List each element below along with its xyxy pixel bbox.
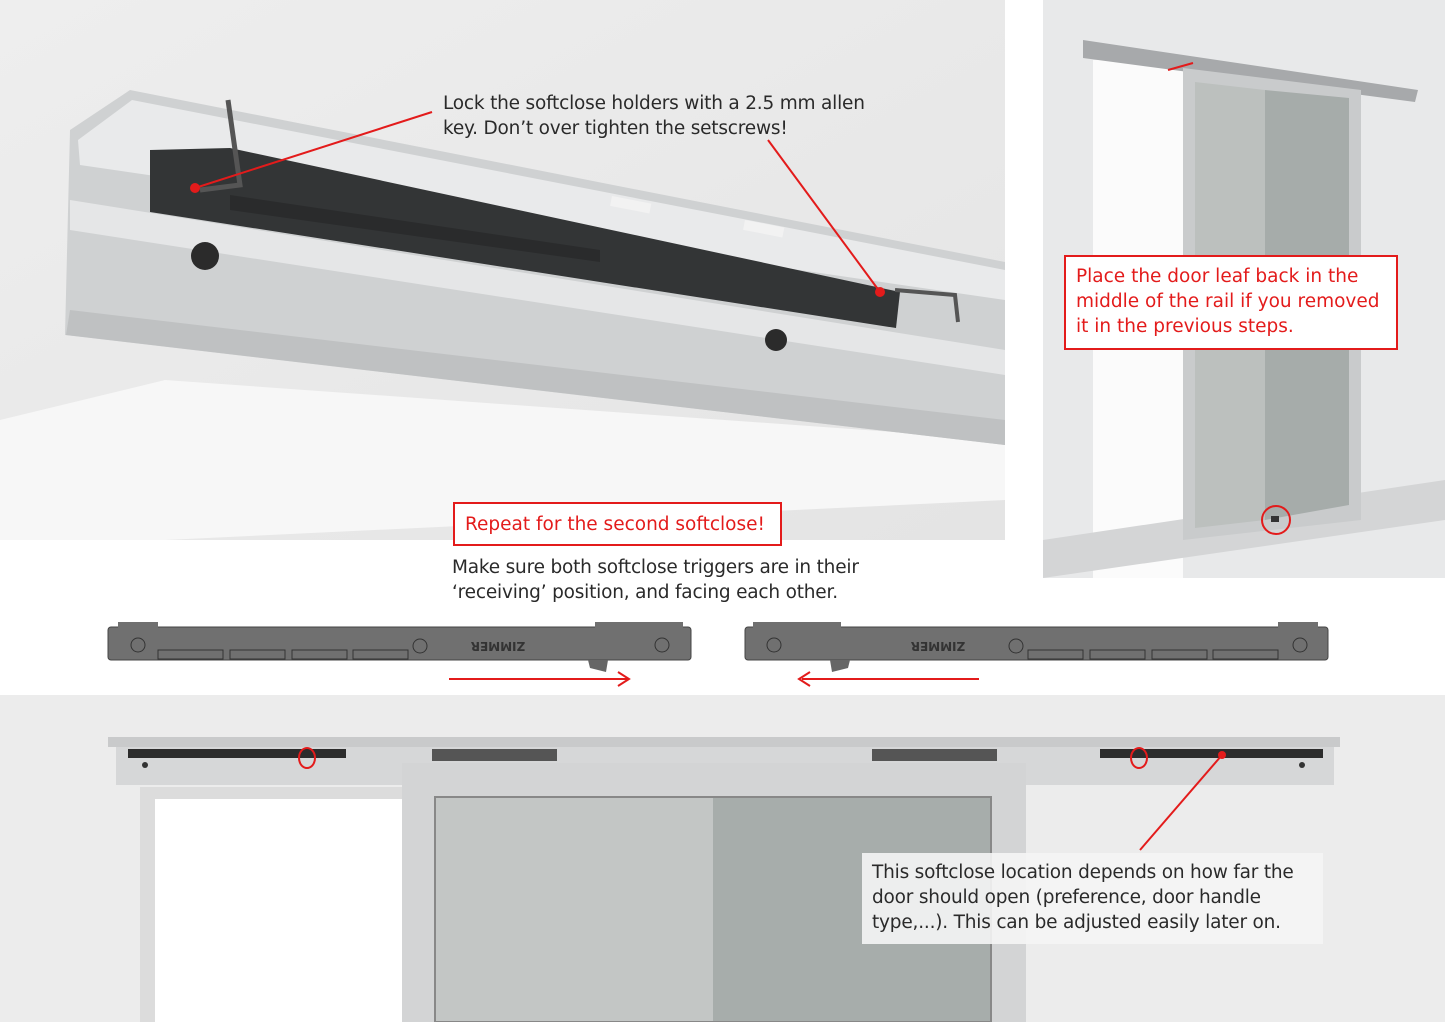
highlight-circle bbox=[298, 747, 316, 769]
callout-line bbox=[767, 139, 881, 293]
brand-label: ZIMMER bbox=[911, 639, 966, 653]
note-line: type,...). This can be adjusted easily l… bbox=[872, 912, 1281, 933]
rail-closeup-illustration bbox=[0, 0, 1005, 540]
softclose-unit bbox=[128, 749, 346, 758]
triggers-note: Make sure both softclose triggers are in… bbox=[452, 555, 859, 605]
rail-closeup-render bbox=[0, 0, 1005, 540]
door-leaf-note: Place the door leaf back in the middle o… bbox=[1064, 255, 1398, 350]
note-line: key. Don’t over tighten the setscrews! bbox=[443, 118, 788, 139]
brand-label: ZIMMER bbox=[471, 639, 526, 653]
note-line: ‘receiving’ position, and facing each ot… bbox=[452, 582, 838, 603]
rail bbox=[108, 737, 1340, 747]
note-line: middle of the rail if you removed bbox=[1076, 291, 1380, 312]
softclose-unit bbox=[1100, 749, 1323, 758]
note-line: Lock the softclose holders with a 2.5 mm… bbox=[443, 93, 865, 114]
rail bbox=[1083, 40, 1418, 102]
callout-line bbox=[1139, 754, 1223, 851]
repeat-note: Repeat for the second softclose! bbox=[453, 502, 782, 546]
allen-key bbox=[199, 99, 243, 193]
highlight-circle bbox=[1261, 505, 1291, 535]
softclose-unit bbox=[150, 148, 900, 328]
highlight-circle bbox=[1130, 747, 1148, 769]
note-line: door should open (preference, door handl… bbox=[872, 887, 1261, 908]
callout-line bbox=[194, 111, 433, 189]
note-line: Make sure both softclose triggers are in… bbox=[452, 557, 859, 578]
note-line: it in the previous steps. bbox=[1076, 316, 1294, 337]
location-note: This softclose location depends on how f… bbox=[862, 853, 1323, 944]
softclose-left: ZIMMER bbox=[107, 622, 692, 687]
note-line: This softclose location depends on how f… bbox=[872, 862, 1294, 883]
lock-holders-note: Lock the softclose holders with a 2.5 mm… bbox=[443, 91, 865, 141]
screw bbox=[765, 329, 787, 351]
note-line: Place the door leaf back in the bbox=[1076, 266, 1359, 287]
screw bbox=[191, 242, 219, 270]
softclose-right: ZIMMER bbox=[744, 622, 1329, 687]
